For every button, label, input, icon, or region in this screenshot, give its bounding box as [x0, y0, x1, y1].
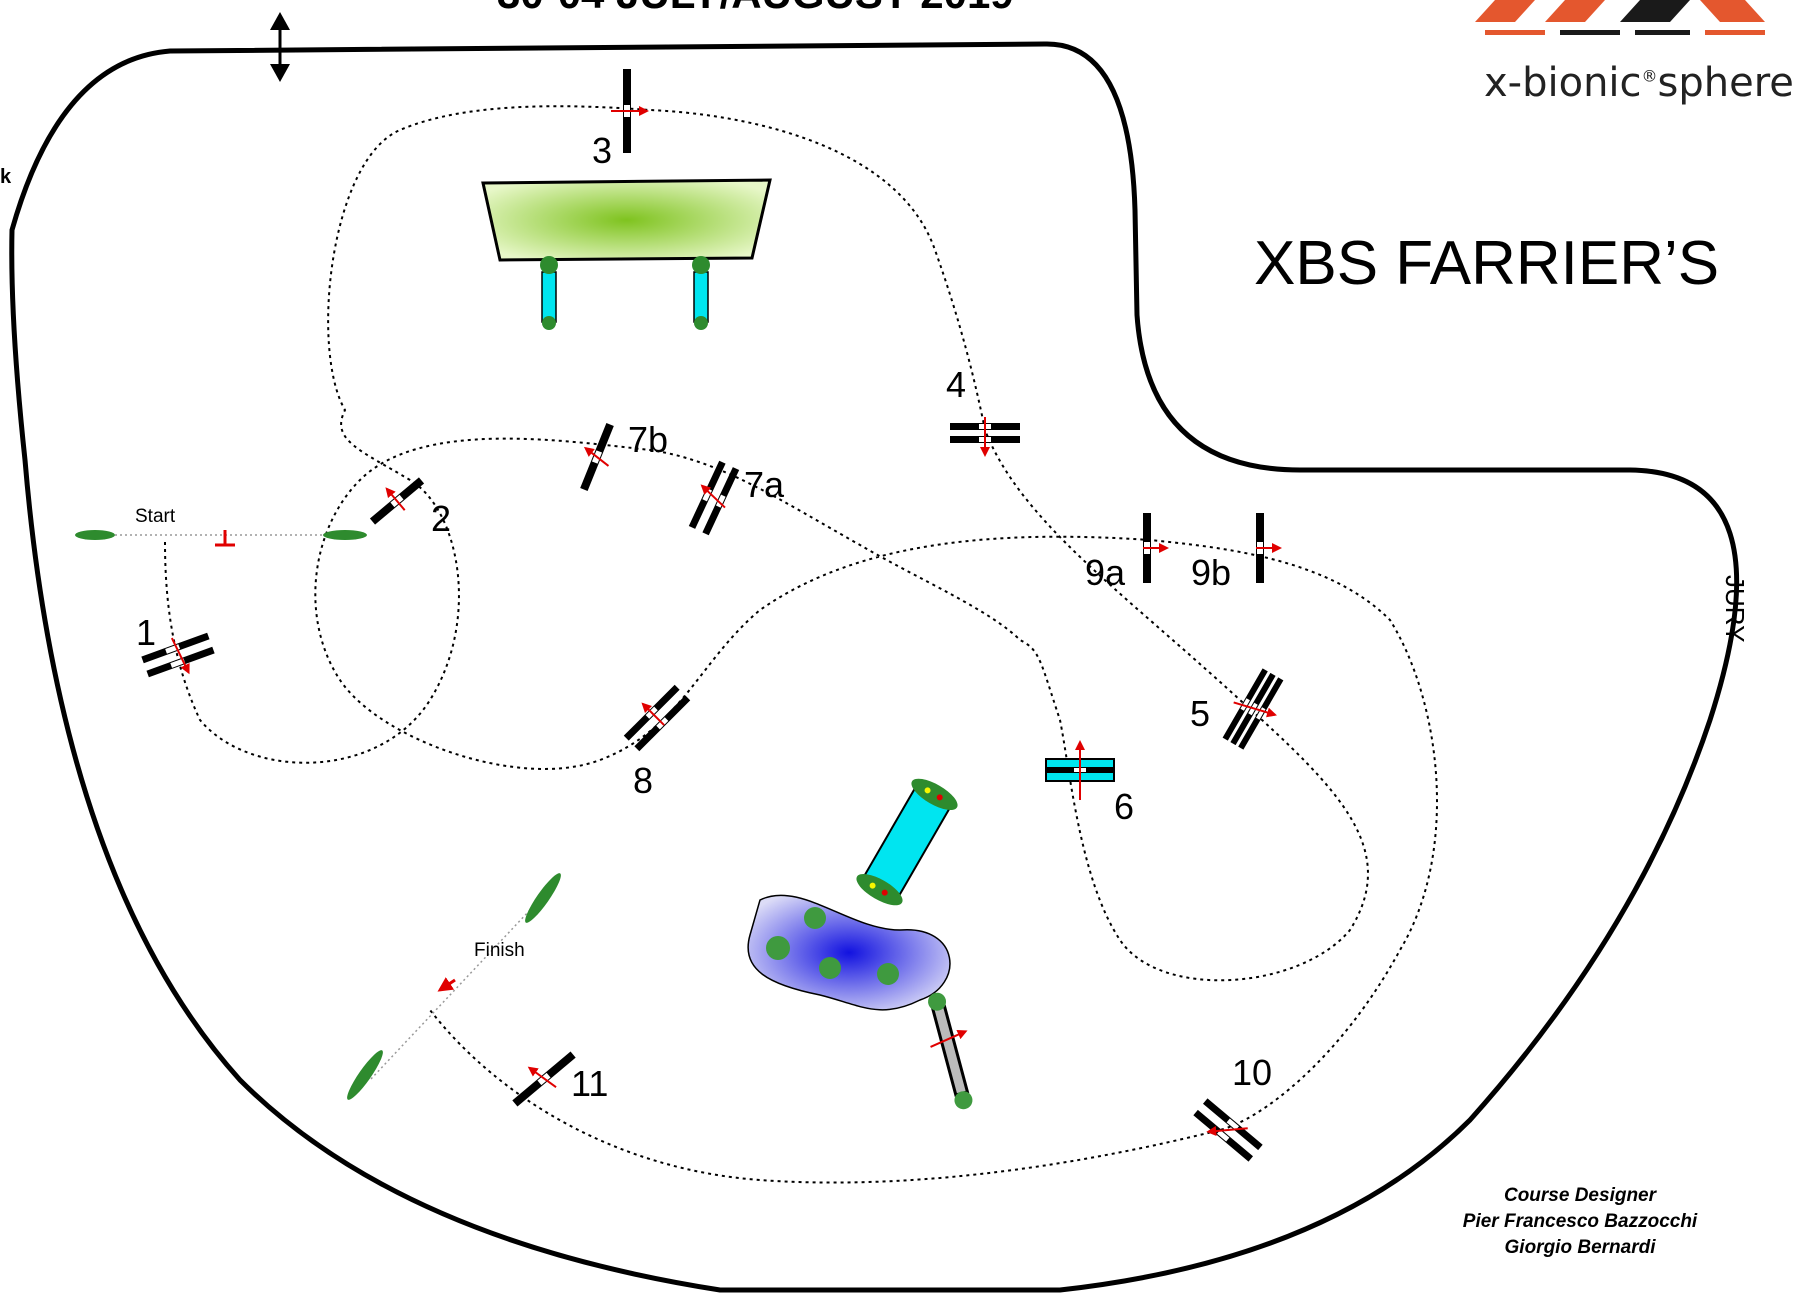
- course-title: XBS FARRIER’S: [1254, 229, 1720, 298]
- logo-brand: x-bionic: [1484, 60, 1642, 106]
- fence-8: [623, 684, 691, 752]
- fence-9b: [1256, 513, 1282, 583]
- event-dates-title: 30-04 JULY/AUGUST 2019: [497, 0, 1014, 18]
- course-route: [164, 105, 1438, 1184]
- logo-registered: ®: [1641, 66, 1658, 86]
- fence-6: [1045, 740, 1115, 800]
- grey-plank: [928, 992, 973, 1110]
- start-line: [75, 530, 367, 547]
- fence-2: [369, 477, 425, 525]
- fence-9a: [1143, 513, 1169, 583]
- credits-designer-2: Giorgio Bernardi: [1504, 1237, 1656, 1258]
- fence-label-1: 1: [136, 612, 157, 653]
- start-label: Start: [135, 506, 176, 527]
- fence-label-9a: 9a: [1085, 552, 1126, 593]
- fence-label-11: 11: [571, 1063, 609, 1104]
- credits-heading: Course Designer: [1503, 1185, 1657, 1206]
- jury-label: JURY: [1720, 575, 1750, 643]
- xbionic-logo-stripes: [1475, 0, 1765, 35]
- fence-label-3: 3: [592, 130, 613, 171]
- course-designer-credits: Course Designer Pier Francesco Bazzocchi…: [1420, 1183, 1740, 1261]
- fence-label-9b: 9b: [1191, 552, 1232, 593]
- finish-line: [347, 873, 561, 1100]
- fence-label-7a: 7a: [744, 464, 785, 505]
- water-tray-jump: [856, 778, 958, 906]
- fence-11: [512, 1051, 576, 1107]
- fence-7b: [580, 423, 614, 491]
- fence-label-4: 4: [946, 364, 967, 405]
- fence-3: [611, 69, 649, 153]
- fence-10: [1193, 1098, 1263, 1162]
- water-pond: [747, 894, 951, 1011]
- fence-label-6: 6: [1114, 786, 1135, 827]
- arena-boundary: [9, 41, 1740, 1293]
- fence-label-7b: 7b: [628, 419, 669, 460]
- edge-fragment-label: k: [0, 166, 12, 188]
- fence-label-5: 5: [1190, 693, 1211, 734]
- logo-wordmark: x-bionic®sphere: [1484, 60, 1794, 106]
- fence-1: [141, 632, 215, 678]
- xbionic-logo: x-bionic®sphere: [1470, 0, 1797, 115]
- finish-label: Finish: [474, 940, 525, 961]
- fence-label-8: 8: [633, 760, 654, 801]
- entrance-gate-arrow: [270, 12, 290, 82]
- grandstand-bank: [481, 178, 772, 330]
- fence-label-10: 10: [1232, 1052, 1273, 1093]
- fence-label-2: 2: [431, 498, 452, 539]
- credits-designer-1: Pier Francesco Bazzocchi: [1462, 1211, 1698, 1232]
- fence-4: [950, 417, 1020, 457]
- logo-suffix: sphere: [1657, 60, 1794, 106]
- fence-5: [1222, 668, 1284, 750]
- fence-7a: [688, 460, 740, 536]
